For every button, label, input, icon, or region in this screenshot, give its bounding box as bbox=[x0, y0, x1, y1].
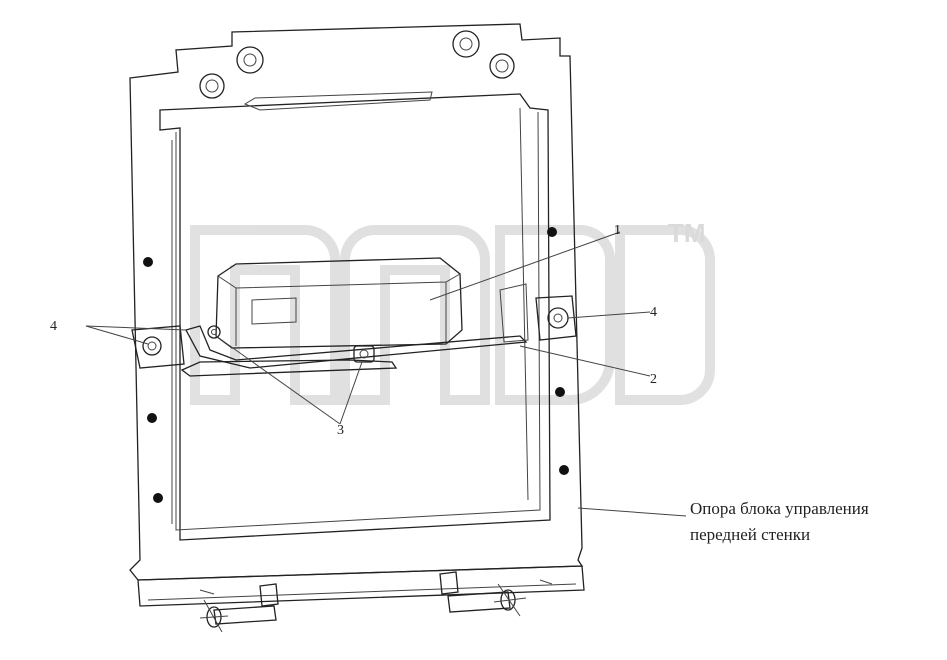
leader-4-right bbox=[567, 311, 651, 319]
leader-4-left-b bbox=[85, 325, 187, 331]
leader-3-b bbox=[339, 361, 363, 425]
caption-line-2: передней стенки bbox=[690, 525, 810, 544]
callout-4-left: 4 bbox=[50, 319, 57, 334]
top-bolts bbox=[199, 30, 515, 99]
leader-1 bbox=[429, 231, 621, 301]
bolt-top-4 bbox=[489, 53, 515, 79]
mounting-bracket bbox=[180, 283, 529, 377]
callouts: 4 1 4 2 3 bbox=[50, 223, 657, 438]
support-plate bbox=[129, 23, 585, 607]
watermark: TM bbox=[190, 218, 715, 405]
left-ear bbox=[131, 325, 185, 369]
bolt-top-1 bbox=[199, 73, 225, 99]
hinge-left bbox=[199, 583, 279, 633]
leader-2 bbox=[519, 345, 651, 377]
leader-caption bbox=[577, 507, 687, 517]
side-holes bbox=[143, 227, 569, 503]
watermark-tm: TM bbox=[668, 218, 706, 248]
nuts bbox=[207, 325, 375, 363]
callout-4-right: 4 bbox=[650, 305, 657, 320]
caption-line-1: Опора блока управления bbox=[690, 499, 869, 518]
callout-1: 1 bbox=[614, 223, 621, 238]
bolt-top-3 bbox=[452, 30, 480, 58]
leader-lines bbox=[85, 231, 687, 517]
leader-4-left-a bbox=[85, 325, 149, 345]
caption: Опора блока управления передней стенки bbox=[690, 499, 869, 544]
callout-2: 2 bbox=[650, 372, 657, 387]
callout-3: 3 bbox=[337, 423, 344, 438]
nut-center bbox=[353, 345, 375, 363]
leader-3-a bbox=[215, 335, 341, 425]
bolt-top-2 bbox=[236, 46, 264, 74]
hinge-right bbox=[439, 571, 527, 617]
nut-left bbox=[207, 325, 221, 339]
